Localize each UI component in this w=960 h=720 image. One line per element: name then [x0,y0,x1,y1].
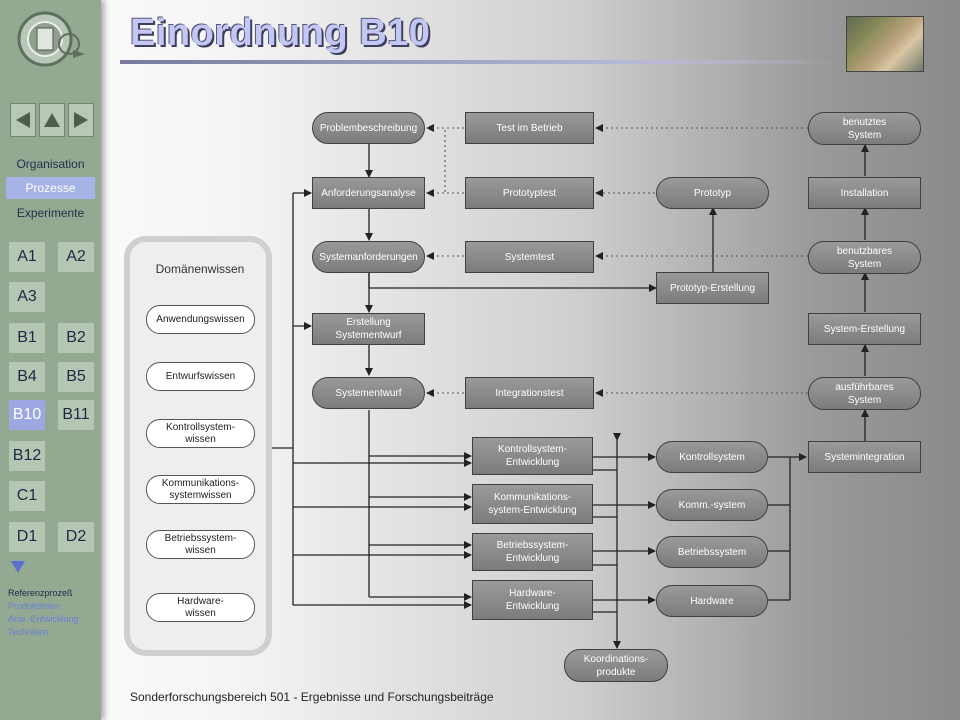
node-systementwurf: Systementwurf [312,377,425,409]
section-b5[interactable]: B5 [58,362,94,392]
title-underline [120,60,840,64]
menu-experimente[interactable]: Experimente [16,206,85,220]
section-a3[interactable]: A3 [9,282,45,312]
node-prototyp: Prototyp [656,177,769,209]
node-kontrollsystem: Kontrollsystem [656,441,768,473]
section-b1[interactable]: B1 [9,323,45,353]
link-techniken[interactable]: Techniken [8,627,49,637]
node-benutztes-system: benutztes System [808,112,921,145]
section-b4[interactable]: B4 [9,362,45,392]
link-anw-entwicklung[interactable]: Anw.-Entwicklung [8,614,79,624]
section-b12[interactable]: B12 [9,441,45,471]
menu-prozesse[interactable]: Prozesse [6,177,95,199]
node-benutzbares-system: benutzbares System [808,241,921,274]
node-integrationstest: Integrationstest [465,377,594,409]
domain-item-entwurfswissen: Entwurfswissen [146,362,255,391]
prev-button[interactable] [10,103,36,137]
domain-item-kontrollsystemwissen: Kontrollsystem- wissen [146,419,255,448]
node-kommunikationssystem-entwicklung: Kommunikations- system-Entwicklung [472,484,593,524]
next-button[interactable] [68,103,94,137]
link-referenzprozess[interactable]: Referenzprozeß [8,588,73,598]
section-c1[interactable]: C1 [9,481,45,511]
section-b10[interactable]: B10 [9,400,45,430]
node-komm-system: Komm.-system [656,489,768,521]
domain-item-anwendungswissen: Anwendungswissen [146,305,255,334]
section-b11[interactable]: B11 [58,400,94,430]
node-erstellung-systementwurf: Erstellung Systementwurf [312,313,425,345]
node-koordinationsprodukte: Koordinations- produkte [564,649,668,682]
section-a2[interactable]: A2 [58,242,94,272]
painting-image [846,16,924,72]
node-system-erstellung: System-Erstellung [808,313,921,345]
node-hardware: Hardware [656,585,768,617]
node-hardware-entwicklung: Hardware- Entwicklung [472,580,593,620]
up-button[interactable] [39,103,65,137]
node-systemtest: Systemtest [465,241,594,273]
arrow-up-icon [44,113,60,127]
node-prototyp-erstellung: Prototyp-Erstellung [656,272,769,304]
node-anforderungsanalyse: Anforderungsanalyse [312,177,425,209]
footer-text: Sonderforschungsbereich 501 - Ergebnisse… [130,690,494,704]
link-produktlinien[interactable]: Produktlinien [8,601,61,611]
node-betriebssystem: Betriebssystem [656,536,768,568]
domain-knowledge-title: Domänenwissen [155,262,245,276]
node-betriebssystem-entwicklung: Betriebssystem- Entwicklung [472,533,593,571]
menu-organisation[interactable]: Organisation [16,157,85,171]
section-b2[interactable]: B2 [58,323,94,353]
node-problembeschreibung: Problembeschreibung [312,112,425,144]
sidebar: Organisation Prozesse Experimente A1 A2 … [0,0,101,720]
node-systemanforderungen: Systemanforderungen [312,241,425,273]
domain-item-kommunikationssystemwissen: Kommunikations- systemwissen [146,475,255,504]
arrow-left-icon [16,112,30,128]
node-kontrollsystem-entwicklung: Kontrollsystem- Entwicklung [472,437,593,475]
section-a1[interactable]: A1 [9,242,45,272]
domain-item-hardwarewissen: Hardware- wissen [146,593,255,622]
section-d2[interactable]: D2 [58,522,94,552]
domain-item-betriebssystemwissen: Betriebssystem- wissen [146,530,255,559]
logo-icon [17,11,85,67]
arrow-right-icon [74,112,88,128]
arrow-down-icon[interactable] [10,560,26,574]
node-installation: Installation [808,177,921,209]
section-d1[interactable]: D1 [9,522,45,552]
node-test-im-betrieb: Test im Betrieb [465,112,594,144]
node-systemintegration: Systemintegration [808,441,921,473]
page-title: Einordnung B10 [130,12,431,54]
node-prototyptest: Prototyptest [465,177,594,209]
node-ausfuehrbares-system: ausführbares System [808,377,921,410]
